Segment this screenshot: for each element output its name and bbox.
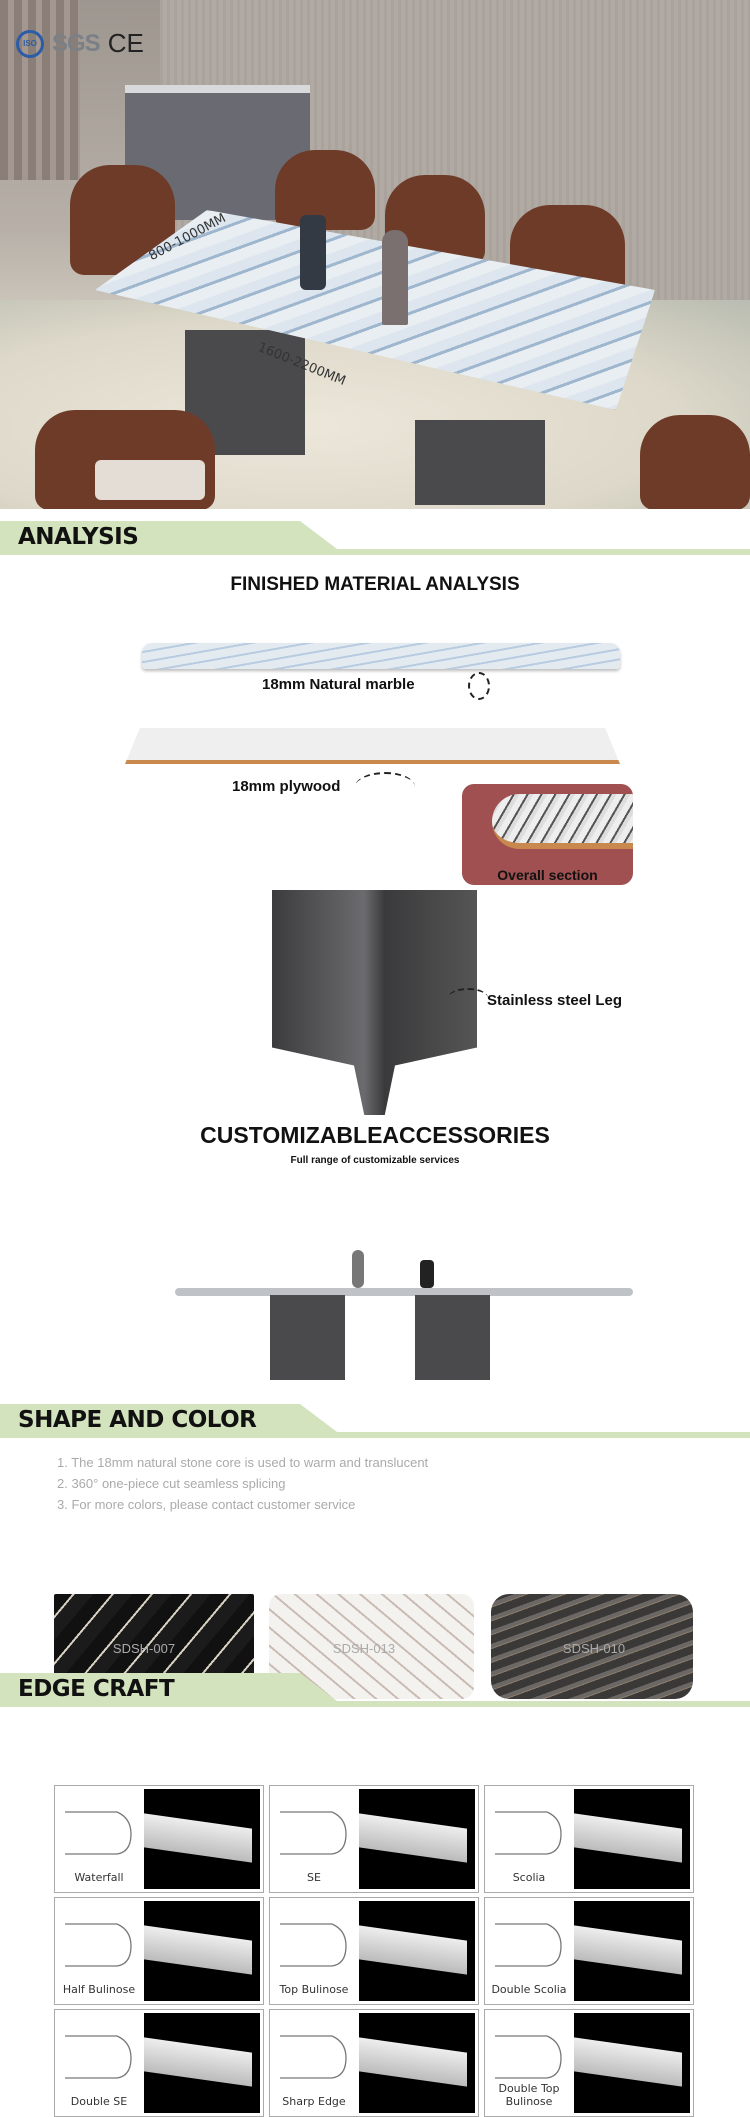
edge-label: Double Top Bulinose	[498, 2081, 560, 2108]
edge-profile-icon	[495, 2035, 562, 2079]
table-leg	[415, 420, 545, 505]
section-title: EDGE CRAFT	[18, 1676, 175, 1702]
marble-layer	[142, 643, 620, 669]
edge-option[interactable]: Double SE	[54, 2009, 264, 2117]
edge-option[interactable]: SE	[269, 1785, 479, 1893]
edge-profile-icon	[280, 1811, 347, 1855]
edge-label: Sharp Edge	[282, 2094, 346, 2108]
section-title: ANALYSIS	[18, 524, 139, 550]
sculpture	[382, 230, 408, 325]
chair	[640, 415, 750, 509]
curtain	[0, 0, 80, 180]
sculpture	[352, 1250, 364, 1288]
edge-photo	[144, 1901, 260, 2001]
edge-photo	[574, 1901, 690, 2001]
edge-option[interactable]: Waterfall	[54, 1785, 264, 1893]
plywood-layer	[125, 728, 620, 764]
edge-option[interactable]: Scolia	[484, 1785, 694, 1893]
chair	[275, 150, 375, 230]
table-leg	[270, 1295, 345, 1380]
edge-photo	[574, 2013, 690, 2113]
overall-section-label: Overall section	[497, 867, 598, 883]
edge-photo	[144, 2013, 260, 2113]
edge-label: Double Scolia	[491, 1982, 567, 1996]
edge-label: Waterfall	[74, 1870, 124, 1884]
edge-profile-icon	[65, 1923, 132, 1967]
vase	[300, 215, 326, 290]
iso-logo: ISO	[16, 29, 44, 58]
ce-logo: CE	[107, 28, 144, 58]
note: 1. The 18mm natural stone core is used t…	[57, 1455, 429, 1470]
plywood-label: 18mm plywood	[232, 778, 341, 795]
edge-option[interactable]: Half Bulinose	[54, 1897, 264, 2005]
swatch-sdsh-010[interactable]	[491, 1594, 693, 1699]
accessories-title: CUSTOMIZABLEACCESSORIES	[200, 1122, 550, 1148]
edge-option[interactable]: Double Top Bulinose	[484, 2009, 694, 2117]
vase	[420, 1260, 434, 1288]
arrow-icon	[448, 988, 488, 1008]
section-title: SHAPE AND COLOR	[18, 1407, 257, 1433]
arrow-icon	[468, 672, 490, 700]
edge-profile-icon	[280, 1923, 347, 1967]
edge-option[interactable]: Top Bulinose	[269, 1897, 479, 2005]
edge-photo	[359, 1901, 475, 2001]
edge-label: Scolia	[512, 1870, 546, 1884]
arrow-icon	[355, 772, 415, 802]
edge-photo	[359, 1789, 475, 1889]
edge-label: Top Bulinose	[279, 1982, 349, 1996]
edge-photo	[359, 2013, 475, 2113]
edge-label: Double SE	[70, 2094, 128, 2108]
hero-photo: 800-1000MM 1600-2200MM ISO SGS CE	[0, 0, 750, 509]
edge-profile-icon	[495, 1811, 562, 1855]
certification-logos: ISO SGS CE	[16, 28, 144, 59]
swatch-label: SDSH-010	[562, 1641, 626, 1656]
analysis-title: FINISHED MATERIAL ANALYSIS	[230, 574, 520, 595]
edge-profile-icon	[65, 1811, 132, 1855]
edge-photo	[574, 1789, 690, 1889]
edge-craft-banner: EDGE CRAFT	[0, 1673, 750, 1707]
swatch-label: SDSH-013	[332, 1641, 396, 1656]
table-leg	[415, 1295, 490, 1380]
note: 2. 360° one-piece cut seamless splicing	[57, 1476, 286, 1491]
edge-label: Half Bulinose	[62, 1982, 136, 1996]
overall-section-image: Overall section	[462, 784, 633, 885]
shape-color-banner: SHAPE AND COLOR	[0, 1404, 750, 1438]
edge-profile-icon	[495, 1923, 562, 1967]
steel-leg-image	[272, 890, 477, 1115]
table-product-image	[175, 1288, 633, 1296]
edge-profile-icon	[280, 2035, 347, 2079]
marble-label: 18mm Natural marble	[262, 676, 415, 693]
chair-seat	[95, 460, 205, 500]
analysis-banner: ANALYSIS	[0, 521, 750, 555]
edge-option[interactable]: Sharp Edge	[269, 2009, 479, 2117]
edge-profile-icon	[65, 2035, 132, 2079]
edge-label: SE	[307, 1870, 321, 1884]
note: 3. For more colors, please contact custo…	[57, 1497, 356, 1512]
edge-option[interactable]: Double Scolia	[484, 1897, 694, 2005]
swatch-label: SDSH-007	[112, 1641, 176, 1656]
accessories-subtitle: Full range of customizable services	[290, 1155, 460, 1166]
sgs-logo: SGS	[52, 29, 101, 57]
leg-label: Stainless steel Leg	[487, 992, 623, 1009]
edge-photo	[144, 1789, 260, 1889]
